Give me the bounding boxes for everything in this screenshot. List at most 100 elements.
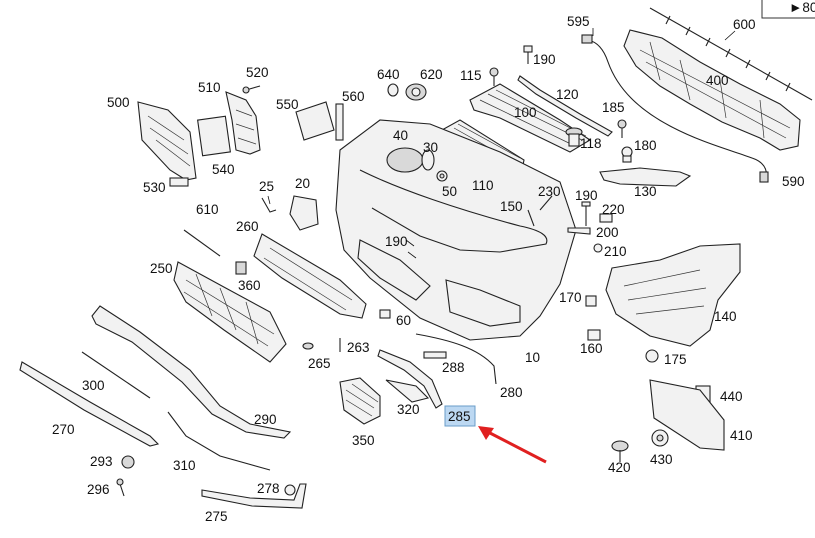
part-60-clip[interactable]: [379, 309, 391, 319]
label-40[interactable]: 40: [393, 128, 408, 143]
part-220-clip[interactable]: [599, 213, 613, 223]
label-200[interactable]: 200: [596, 225, 619, 240]
label-285-highlighted[interactable]: 285: [448, 409, 471, 424]
part-210-clip[interactable]: [593, 243, 603, 253]
label-275[interactable]: 275: [205, 509, 228, 524]
part-640-cap[interactable]: [387, 83, 399, 97]
label-500[interactable]: 500: [107, 95, 130, 110]
part-25-clip[interactable]: [261, 197, 277, 213]
part-350-grille-insert[interactable]: [339, 377, 381, 425]
label-10[interactable]: 10: [525, 350, 540, 365]
label-540[interactable]: 540: [212, 162, 235, 177]
label-20[interactable]: 20: [295, 176, 310, 191]
label-420[interactable]: 420: [608, 460, 631, 475]
part-120-strip[interactable]: [517, 75, 613, 137]
part-170-clip[interactable]: [585, 295, 597, 307]
label-640[interactable]: 640: [377, 67, 400, 82]
label-310[interactable]: 310: [173, 458, 196, 473]
part-530-clip[interactable]: [169, 177, 189, 187]
part-510-bracket[interactable]: [225, 91, 261, 155]
label-175[interactable]: 175: [664, 352, 687, 367]
label-130[interactable]: 130: [634, 184, 657, 199]
part-520-screw[interactable]: [242, 85, 261, 94]
part-360-sensor[interactable]: [235, 261, 247, 275]
part-400-absorber[interactable]: [623, 29, 801, 151]
part-595-harness[interactable]: [581, 34, 769, 183]
label-300[interactable]: 300: [82, 378, 105, 393]
part-175-clip[interactable]: [645, 349, 659, 363]
part-150-pin[interactable]: [527, 209, 535, 227]
label-440[interactable]: 440: [720, 389, 743, 404]
part-140-side-bracket[interactable]: [605, 243, 741, 347]
part-270-strip[interactable]: [19, 361, 160, 447]
part-430-nut[interactable]: [651, 429, 669, 447]
part-540-sensor[interactable]: [197, 115, 231, 157]
label-170[interactable]: 170: [559, 290, 582, 305]
label-430[interactable]: 430: [650, 452, 673, 467]
part-50-washer[interactable]: [436, 170, 448, 182]
part-185-bolt[interactable]: [617, 119, 627, 138]
label-293[interactable]: 293: [90, 454, 113, 469]
label-140[interactable]: 140: [714, 309, 737, 324]
label-263[interactable]: 263: [347, 340, 370, 355]
label-220[interactable]: 220: [602, 202, 625, 217]
part-118-clip[interactable]: [565, 127, 583, 147]
part-278-clip[interactable]: [284, 484, 296, 496]
part-30-ring[interactable]: [421, 149, 435, 171]
label-600[interactable]: 600: [733, 17, 756, 32]
part-280-trim[interactable]: [415, 333, 497, 385]
label-290[interactable]: 290: [254, 412, 277, 427]
label-320[interactable]: 320: [397, 402, 420, 417]
part-260-beam[interactable]: [253, 233, 367, 319]
part-115-bolt[interactable]: [489, 67, 499, 86]
label-190[interactable]: 190: [533, 52, 556, 67]
label-230[interactable]: 230: [538, 184, 561, 199]
label-530[interactable]: 530: [143, 180, 166, 195]
part-250-lower-grille[interactable]: [173, 261, 287, 363]
label-250[interactable]: 250: [150, 261, 173, 276]
part-10-bumper-cover[interactable]: [335, 119, 577, 341]
label-520[interactable]: 520: [246, 65, 269, 80]
label-260[interactable]: 260: [236, 219, 259, 234]
part-190-bolt[interactable]: [523, 45, 533, 64]
label-265[interactable]: 265: [308, 356, 331, 371]
part-200-strip[interactable]: [567, 227, 591, 235]
label-160[interactable]: 160: [580, 341, 603, 356]
reference-tag[interactable]: ►80: [761, 0, 815, 19]
label-270[interactable]: 270: [52, 422, 75, 437]
label-590[interactable]: 590: [782, 174, 805, 189]
part-275-strip[interactable]: [201, 483, 307, 509]
label-610[interactable]: 610: [196, 202, 219, 217]
part-180-clip[interactable]: [621, 146, 633, 163]
part-230-pin[interactable]: [539, 195, 553, 211]
label-278[interactable]: 278: [257, 481, 280, 496]
label-50[interactable]: 50: [442, 184, 457, 199]
label-30[interactable]: 30: [423, 140, 438, 155]
part-300-strip[interactable]: [81, 351, 151, 399]
label-350[interactable]: 350: [352, 433, 375, 448]
label-360[interactable]: 360: [238, 278, 261, 293]
label-410[interactable]: 410: [730, 428, 753, 443]
label-210[interactable]: 210: [604, 244, 627, 259]
part-293-clip[interactable]: [121, 455, 135, 469]
label-25[interactable]: 25: [259, 179, 274, 194]
part-410-plate[interactable]: [649, 379, 725, 451]
part-288-rod[interactable]: [423, 351, 447, 359]
part-310-strip[interactable]: [167, 411, 271, 471]
label-620[interactable]: 620: [420, 67, 443, 82]
label-118[interactable]: 118: [580, 136, 602, 151]
label-190-c[interactable]: 190: [385, 234, 408, 249]
label-550[interactable]: 550: [276, 97, 299, 112]
part-20-bracket[interactable]: [289, 195, 319, 231]
part-285-chrome-trim[interactable]: [377, 349, 443, 409]
label-190-b[interactable]: 190: [575, 188, 598, 203]
part-420-screw[interactable]: [611, 440, 629, 462]
label-60[interactable]: 60: [396, 313, 411, 328]
label-280[interactable]: 280: [500, 385, 523, 400]
part-500-bracket[interactable]: [137, 101, 197, 181]
part-130-trim[interactable]: [599, 167, 692, 187]
part-550-module[interactable]: [295, 101, 335, 141]
label-510[interactable]: 510: [198, 80, 221, 95]
label-115[interactable]: 115: [460, 68, 482, 83]
part-620-sensor[interactable]: [405, 83, 427, 101]
